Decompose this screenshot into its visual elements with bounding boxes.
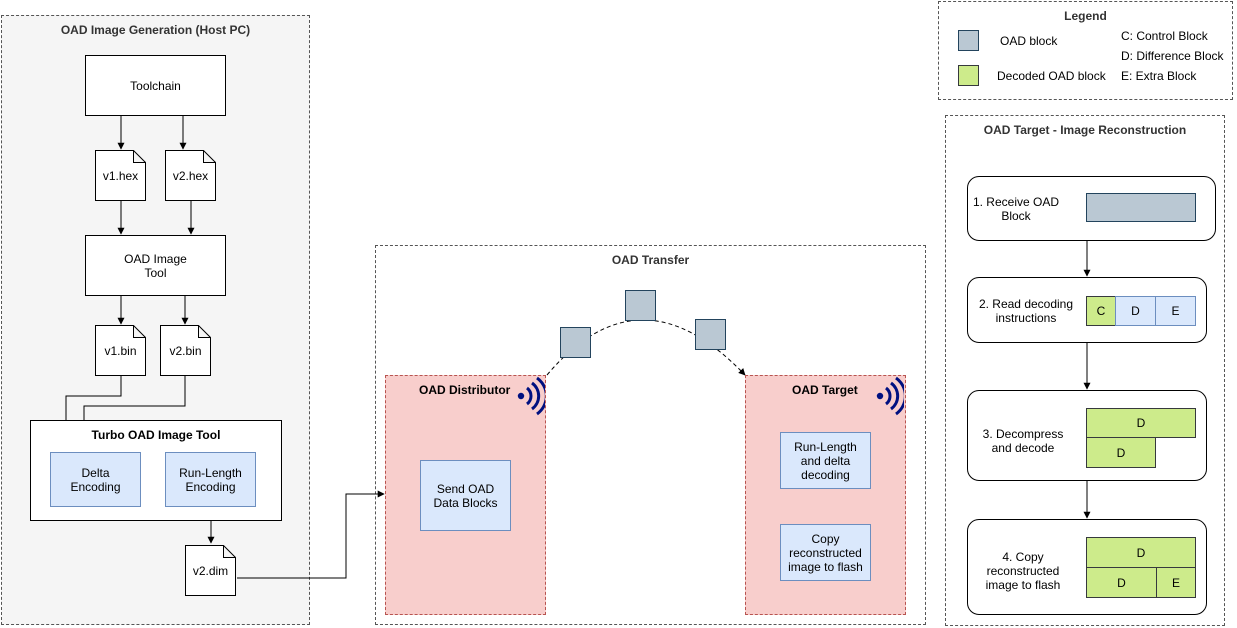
v1-hex-file: v1.hex	[95, 150, 146, 201]
step-2-label: 2. Read decoding instructions	[978, 297, 1074, 325]
host-group: OAD Image Generation (Host PC)	[1, 15, 310, 625]
legend-title: Legend	[1064, 9, 1107, 23]
step-1-label: 1. Receive OAD Block	[972, 195, 1060, 223]
v2-hex-file: v2.hex	[165, 150, 216, 201]
step-2-difference-cell: D	[1115, 296, 1156, 326]
step-3-difference-cell: D	[1086, 408, 1196, 438]
transfer-group: OAD Transfer	[375, 245, 926, 625]
oad-image-tool-box: OAD Image Tool	[85, 235, 226, 296]
step-4-difference-cell: D	[1086, 567, 1157, 598]
legend-oad-block-swatch	[958, 30, 979, 51]
v1-bin-file: v1.bin	[95, 325, 146, 376]
step-2-extra-cell: E	[1155, 296, 1196, 326]
file-icon	[95, 325, 146, 376]
host-group-title: OAD Image Generation (Host PC)	[60, 23, 251, 37]
oad-block-in-transit	[695, 319, 726, 350]
file-icon	[95, 150, 146, 201]
send-oad-blocks-box: Send OAD Data Blocks	[420, 460, 511, 531]
step-4-difference-cell: D	[1086, 537, 1196, 568]
step-4-label: 4. Copy reconstructed image to flash	[985, 550, 1061, 592]
copy-to-flash-box: Copy reconstructed image to flash	[780, 524, 871, 581]
transfer-group-title: OAD Transfer	[611, 253, 690, 267]
step-2-control-cell: C	[1086, 296, 1116, 326]
step-1-oad-block	[1086, 193, 1196, 222]
turbo-tool-title: Turbo OAD Image Tool	[91, 428, 221, 442]
legend-control-block: C: Control Block	[1121, 29, 1208, 43]
run-length-delta-decoding-box: Run-Length and delta decoding	[780, 432, 871, 489]
run-length-encoding-box: Run-Length Encoding	[165, 452, 256, 507]
toolchain-box: Toolchain	[85, 55, 226, 116]
oad-target-title: OAD Target	[792, 383, 858, 397]
legend-oad-block-label: OAD block	[1000, 34, 1058, 48]
file-icon	[165, 150, 216, 201]
step-3-label: 3. Decompress and decode	[982, 427, 1064, 455]
v2-bin-label: v2.bin	[169, 344, 202, 358]
step-4-extra-cell: E	[1156, 567, 1196, 598]
oad-distributor-title: OAD Distributor	[419, 383, 511, 397]
oad-block-in-transit	[560, 327, 591, 358]
v2-hex-label: v2.hex	[172, 169, 209, 183]
v2-dim-file: v2.dim	[185, 545, 236, 596]
legend: Legend	[938, 1, 1233, 100]
v2-dim-label: v2.dim	[192, 564, 229, 578]
wireless-icon	[876, 376, 904, 416]
oad-block-in-transit	[625, 290, 656, 321]
v1-bin-label: v1.bin	[104, 344, 137, 358]
legend-difference-block: D: Difference Block	[1121, 49, 1224, 63]
reconstruction-group-title: OAD Target - Image Reconstruction	[983, 123, 1187, 137]
v2-bin-file: v2.bin	[160, 325, 211, 376]
legend-extra-block: E: Extra Block	[1121, 69, 1197, 83]
reconstruction-group: OAD Target - Image Reconstruction	[945, 115, 1225, 626]
arrow-dim-distributor	[237, 490, 385, 579]
legend-decoded-swatch	[958, 65, 979, 86]
file-icon	[185, 545, 236, 596]
step-3-difference-cell: D	[1086, 437, 1156, 468]
delta-encoding-box: Delta Encoding	[50, 452, 141, 507]
legend-decoded-label: Decoded OAD block	[997, 69, 1106, 83]
v1-hex-label: v1.hex	[102, 169, 139, 183]
wireless-icon	[517, 376, 545, 416]
file-icon	[160, 325, 211, 376]
